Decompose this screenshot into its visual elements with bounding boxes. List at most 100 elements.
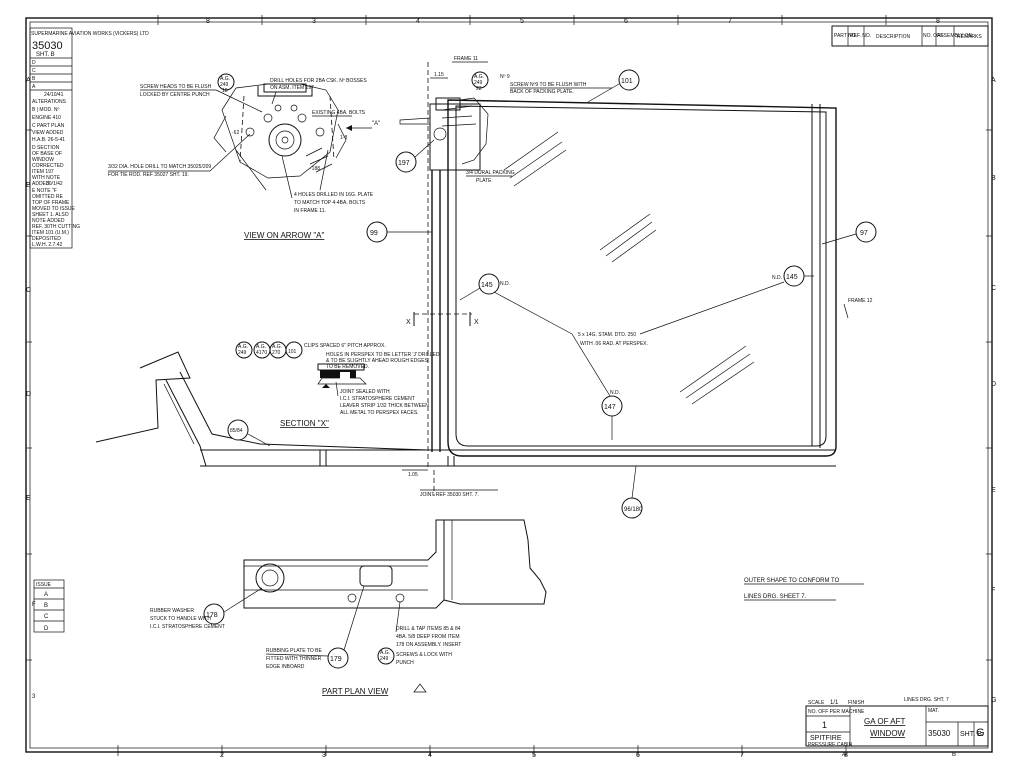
alteration-note: D SECTION [32,145,60,151]
dimension: 1·8 [340,135,347,141]
alteration-note: ITEM 197 [32,169,54,175]
bottom-zone-label: 6 [636,752,640,759]
company-name: SPITFIRE [810,735,842,742]
balloon-text: A.G. [474,74,484,80]
alteration-note: MOVED TO ISSUE [32,206,76,212]
balloon-text: 249 [380,656,389,662]
note: 4BA. 5/8 DEEP FROM ITEM [396,634,460,640]
top-zone-label: 3 [312,18,316,25]
note: PLATE [476,178,492,184]
company-sub: PRESSURE CABIN [808,742,853,748]
issue-small-letter: D [44,626,49,632]
right-zone-label: D [991,381,996,388]
alteration-note: TOP OF FRAME [32,200,70,206]
issue-small-letter: C [44,614,49,620]
drawing-title: WINDOW [870,729,906,738]
section-cut-label: X [474,319,479,326]
bottom-zone-label: 7 [740,752,744,759]
issue-header: SUPERMARINE AVIATION WORKS (VICKERS) LTD [31,31,149,37]
balloon-text: A.G. [238,344,248,350]
item-balloon [377,647,395,665]
table-header: REF. NO. [850,33,871,39]
balloon-text: 145 [481,282,493,289]
right-zone-ruler: A B C D E F G [986,77,996,704]
section-cut-label: X [406,319,411,326]
issue-letter: A [32,84,36,90]
alteration-note: WITH NOTE [32,175,61,181]
alteration-note: H.A.B. 26-5-41 [32,137,65,143]
note: SCREWS & LOCK WITH [396,652,452,658]
alteration-note: NOTE ADDED [32,218,65,224]
note: IN FRAME 11. [294,208,326,214]
top-zone-label: 5 [520,18,524,25]
note: & TO BE SLIGHTLY AHEAD ROUGH EDGES [326,358,429,364]
balloon-text: 249 [474,80,483,86]
balloon-text: 179 [330,656,342,663]
bottom-zone-ruler: 2 3 4 5 6 7 8 [117,745,848,759]
note: EXISTING 4BA. BOLTS [312,110,366,116]
issue-small-letter: A [44,592,48,598]
note: 3/4 DURAL PACKING [466,170,515,176]
balloon-text: 18 [222,88,228,94]
note: LEAVER STRIP 1/32 THICK BETWEEN [340,403,429,409]
item-balloon [285,341,303,359]
balloon-text: 178 [206,612,218,619]
item-balloon-179 [327,647,349,669]
note: RUBBING PLATE TO BE [266,648,323,654]
window-main-view: JOINT REF 35030 SHT. 7. 1.05 X X FRAME 1… [200,56,877,519]
balloon-text: 22 [476,86,482,92]
left-zone-number: 3 [32,694,36,700]
alteration-note: REF. 30TH CUTTING [32,224,80,230]
drawing-title: GA OF AFT [864,717,905,726]
balloon-text: 101 [621,78,633,85]
section-x-detail: A.G. 249 A.G. 4170 A.G. 270 101 CLIPS SP… [235,341,440,428]
note: STUCK TO HANDLE WITH [150,616,211,622]
note: OUTER SHAPE TO CONFORM TO [744,578,840,584]
note: ON ASM. ITEM 197 [270,85,314,91]
alteration-note: SHEET 1. ALSO [32,212,69,218]
alteration-note: DEPOSITED [32,236,61,242]
title-bottom-label: B [952,752,956,758]
no-off-value: 1 [822,720,827,730]
note: I.C.I. STRATOSPHERE CEMENT [340,396,415,402]
drawing-number: 35030 [928,729,951,738]
bottom-zone-label: 3 [322,752,326,759]
balloon-text: 197 [398,160,410,167]
view-title-arrow-a: VIEW ON ARROW "A" [244,231,325,240]
issue-date: 30/1/42 [46,181,63,187]
note: 5 x 14G. STAM. DTD. 250 [578,332,636,338]
alteration-note: CORRECTED [32,163,64,169]
balloon-text: 145 [786,274,798,281]
item-balloon-145-left [478,273,500,295]
note: JOINT SEALED WITH [340,389,390,395]
note: 4 HOLES DRILLED IN 16G. PLATE [294,192,374,198]
left-zone-label: B [26,182,31,189]
table-header: ASSEMBLY ON [937,33,973,39]
top-zone-label: 8 [206,18,210,25]
title-bottom-label: A [842,752,846,758]
balloon-text: A.G. [220,76,230,82]
balloon-text: A.G. [256,344,266,350]
item-balloon-101 [618,69,640,91]
note: N.D. [610,390,620,396]
item-balloon-178 [203,603,225,625]
balloon-text: A.G. [380,650,390,656]
note: FOR TIE ROD. REF 35027 SHT. 19. [108,172,189,178]
note: SCREW Nº9 TO BE FLUSH WITH [510,82,587,88]
note: LOCKED BY CENTRE PUNCH [140,92,210,98]
dimension: 1.05 [408,472,418,478]
sheet-border [25,17,993,753]
balloon-text: 249 [238,350,247,356]
left-zone-label: A [26,77,31,84]
top-zone-label: 6 [624,18,628,25]
dimension: ·188 [310,166,320,172]
alteration-note: E NOTE "F [32,188,57,194]
bottom-zone-label: 5 [532,752,536,759]
balloon-text: 101 [288,349,297,355]
balloon-text: 249 [220,82,229,88]
bottom-zone-label: 8 [844,752,848,759]
issue-letter: B [32,76,36,82]
left-zone-label: D [26,391,31,398]
top-zone-ruler: 8 3 4 5 6 7 8 [157,15,940,25]
